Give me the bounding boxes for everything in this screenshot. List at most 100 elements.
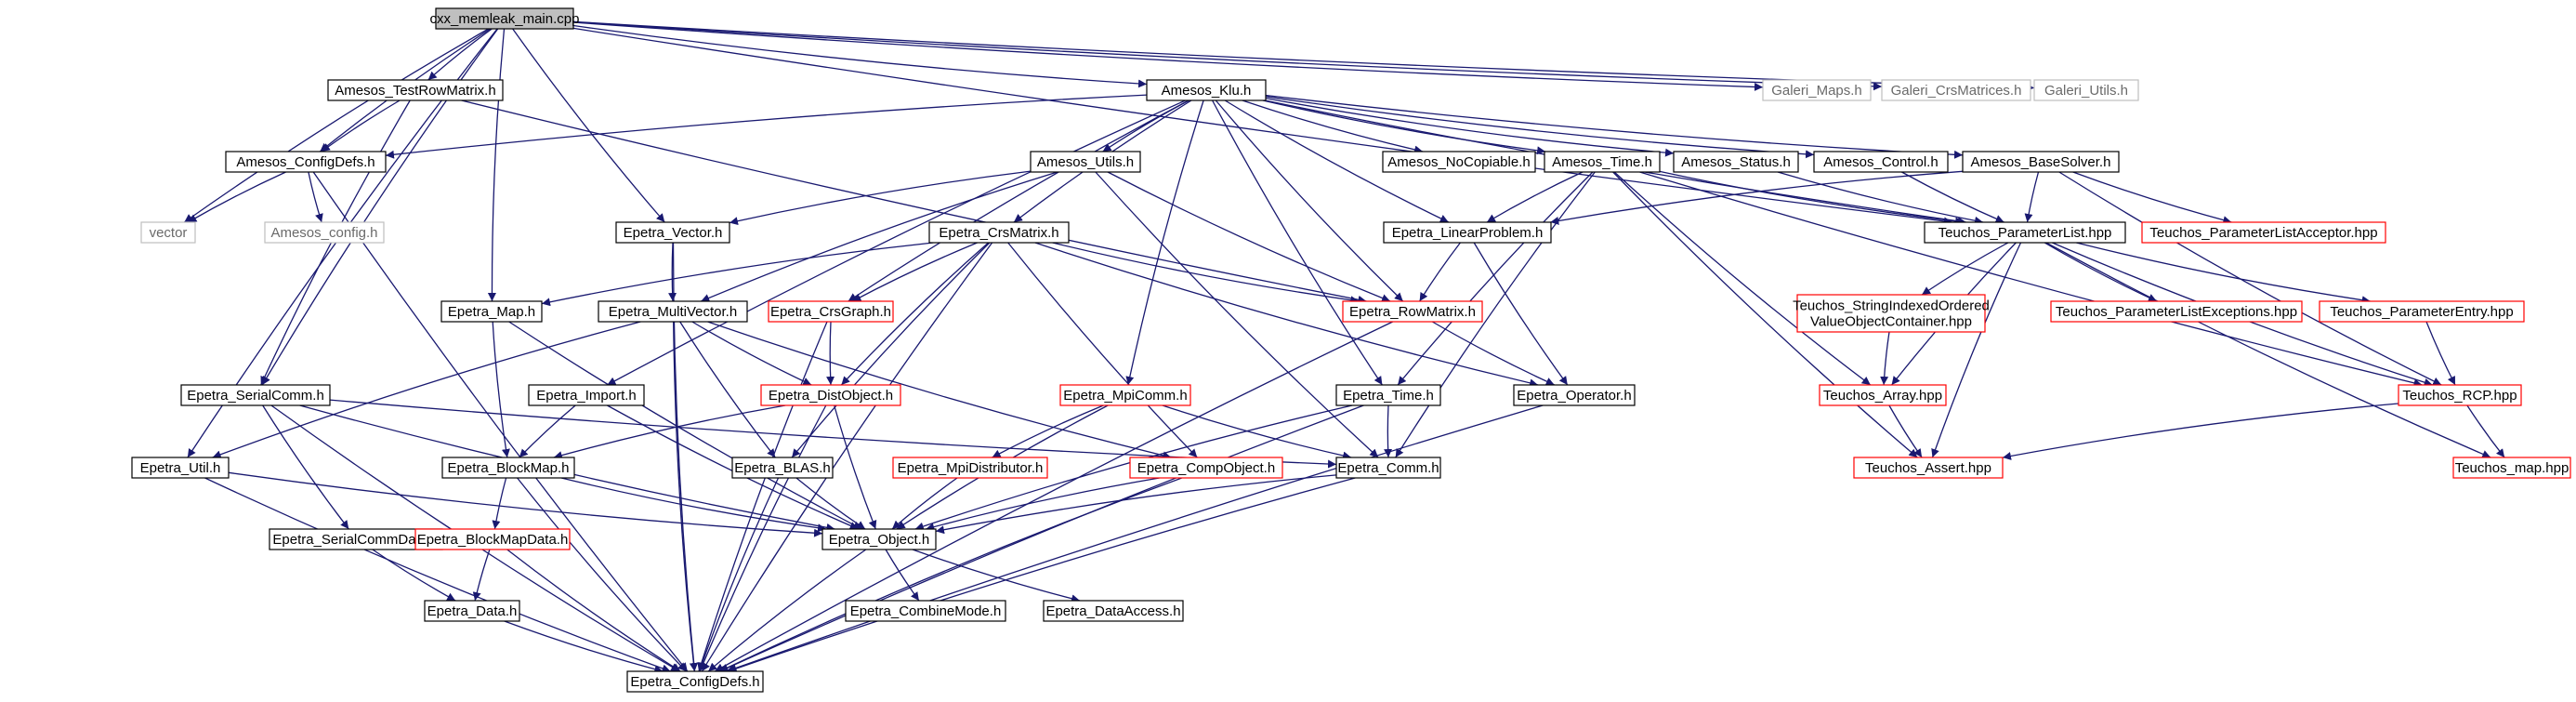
- node-eutil[interactable]: Epetra_Util.h: [131, 457, 230, 479]
- node-tplist[interactable]: Teuchos_ParameterList.hpp: [1924, 221, 2126, 244]
- node-empidist[interactable]: Epetra_MpiDistributor.h: [892, 457, 1048, 479]
- node-edataacc[interactable]: Epetra_DataAccess.h: [1043, 600, 1184, 622]
- node-label: Galeri_Maps.h: [1771, 83, 1862, 99]
- node-label: Epetra_CompObject.h: [1137, 460, 1275, 476]
- edge-empicomm-to-ecomm: [1162, 404, 1352, 460]
- node-nocop[interactable]: Amesos_NoCopiable.h: [1382, 151, 1536, 173]
- node-ecrsg[interactable]: Epetra_CrsGraph.h: [768, 300, 894, 323]
- edge-tarray-to-tassert: [1888, 404, 1923, 458]
- edge-etime-to-ecomm: [1384, 404, 1393, 458]
- edge-testrow-to-aconfig: [321, 99, 401, 152]
- edge-elinprob-to-erowm: [1419, 242, 1461, 302]
- edge-tplist-to-tpentry: [2076, 242, 2371, 305]
- node-autils[interactable]: Amesos_Utils.h: [1030, 151, 1141, 173]
- node-edata[interactable]: Epetra_Data.h: [424, 600, 520, 622]
- edge-root-to-evector: [512, 28, 665, 223]
- node-ebmapdata[interactable]: Epetra_BlockMapData.h: [414, 528, 571, 550]
- node-erowm[interactable]: Epetra_RowMatrix.h: [1342, 300, 1483, 323]
- node-ebmap[interactable]: Epetra_BlockMap.h: [441, 457, 575, 479]
- node-emv[interactable]: Epetra_MultiVector.h: [598, 300, 748, 323]
- node-box: [1924, 221, 2126, 244]
- node-label: ValueObjectContainer.hpp: [1810, 314, 1972, 330]
- node-empicomm[interactable]: Epetra_MpiComm.h: [1059, 384, 1191, 406]
- node-box: [131, 457, 230, 479]
- node-ecomm[interactable]: Epetra_Comm.h: [1335, 457, 1441, 479]
- node-tplexc[interactable]: Teuchos_ParameterListExceptions.hpp: [2050, 300, 2303, 323]
- node-eblas[interactable]: Epetra_BLAS.h: [731, 457, 834, 479]
- node-label: Epetra_Operator.h: [1517, 388, 1631, 404]
- node-edist[interactable]: Epetra_DistObject.h: [760, 384, 901, 406]
- node-elinprob[interactable]: Epetra_LinearProblem.h: [1383, 221, 1552, 244]
- node-box: [1129, 457, 1283, 479]
- node-ecompobj[interactable]: Epetra_CompObject.h: [1129, 457, 1283, 479]
- node-abase[interactable]: Amesos_BaseSolver.h: [1962, 151, 2120, 173]
- node-ecombine[interactable]: Epetra_CombineMode.h: [845, 600, 1006, 622]
- node-evector[interactable]: Epetra_Vector.h: [615, 221, 730, 244]
- node-box: [1059, 384, 1191, 406]
- node-astatus[interactable]: Amesos_Status.h: [1673, 151, 1799, 173]
- node-box: [327, 79, 504, 101]
- node-econfig[interactable]: Epetra_ConfigDefs.h: [626, 670, 764, 693]
- node-acontrol[interactable]: Amesos_Control.h: [1813, 151, 1949, 173]
- node-eserialdata[interactable]: Epetra_SerialCommData.h: [269, 528, 443, 550]
- node-box: [441, 457, 575, 479]
- node-label: Amesos_Klu.h: [1162, 83, 1252, 99]
- node-tassert[interactable]: Teuchos_Assert.hpp: [1853, 457, 2004, 479]
- node-ecrs[interactable]: Epetra_CrsMatrix.h: [928, 221, 1070, 244]
- node-box: [414, 528, 571, 550]
- edge-atime-to-trcp: [1639, 171, 2423, 388]
- node-box: [892, 457, 1048, 479]
- node-eserial[interactable]: Epetra_SerialComm.h: [180, 384, 331, 406]
- node-box: [731, 457, 834, 479]
- node-label: Epetra_BlockMapData.h: [417, 532, 569, 548]
- node-box: [1853, 457, 2004, 479]
- node-eimport[interactable]: Epetra_Import.h: [528, 384, 645, 406]
- node-box: [768, 300, 894, 323]
- edge-eutil-to-eobject: [228, 471, 823, 537]
- node-label: Galeri_CrsMatrices.h: [1891, 83, 2022, 99]
- edge-root-to-vector: [183, 28, 490, 223]
- edge-eutil-to-econfig: [204, 477, 671, 673]
- node-box: [1762, 79, 1872, 101]
- edge-ecompobj-to-eobject: [926, 477, 1160, 532]
- edge-testrow-to-erowm: [461, 99, 1367, 304]
- edge-ecrsg-to-edist: [826, 321, 835, 386]
- node-tmap[interactable]: Teuchos_map.hpp: [2452, 457, 2571, 479]
- edge-ebmap-to-eobject: [560, 477, 827, 533]
- edge-aconfig-to-amconfig: [308, 171, 323, 223]
- node-testrow[interactable]: Amesos_TestRowMatrix.h: [327, 79, 504, 101]
- node-emap[interactable]: Epetra_Map.h: [440, 300, 543, 323]
- edge-tsiovoc-to-tarray: [1880, 331, 1890, 386]
- node-tsiovoc[interactable]: Teuchos_StringIndexedOrderedValueObjectC…: [1793, 294, 1990, 333]
- edge-root-to-gmaps: [572, 21, 1764, 91]
- edge-klu-to-eimport: [607, 99, 1186, 386]
- edge-klu-to-empicomm: [1125, 99, 1204, 386]
- edge-autils-to-erowm: [1107, 171, 1391, 302]
- edge-edist-to-econfig: [699, 404, 827, 672]
- node-eobject[interactable]: Epetra_Object.h: [821, 528, 937, 550]
- node-label: Epetra_BLAS.h: [734, 460, 830, 476]
- edge-edist-to-eobject: [834, 404, 877, 530]
- node-label: Amesos_Utils.h: [1037, 154, 1134, 170]
- edge-ebmapdata-to-edata: [472, 549, 491, 602]
- edge-root-to-klu: [572, 24, 1148, 88]
- node-atime[interactable]: Amesos_Time.h: [1544, 151, 1661, 173]
- edge-tplist-to-tassert: [1931, 242, 2022, 458]
- node-aconfig[interactable]: Amesos_ConfigDefs.h: [225, 151, 387, 173]
- node-tplacc[interactable]: Teuchos_ParameterListAcceptor.hpp: [2141, 221, 2386, 244]
- node-tpentry[interactable]: Teuchos_ParameterEntry.hpp: [2319, 300, 2525, 323]
- node-box: [615, 221, 730, 244]
- node-box: [1382, 151, 1536, 173]
- edge-eserialdata-to-edata: [372, 549, 456, 602]
- node-box: [1673, 151, 1799, 173]
- node-eop[interactable]: Epetra_Operator.h: [1513, 384, 1636, 406]
- node-label: Epetra_LinearProblem.h: [1392, 225, 1544, 241]
- node-trcp[interactable]: Teuchos_RCP.hpp: [2398, 384, 2522, 406]
- node-tarray[interactable]: Teuchos_Array.hpp: [1819, 384, 1947, 406]
- node-klu[interactable]: Amesos_Klu.h: [1146, 79, 1267, 101]
- node-label: Teuchos_ParameterListExceptions.hpp: [2056, 304, 2297, 320]
- edge-emap-to-ebmap: [492, 321, 510, 458]
- node-box: [1544, 151, 1661, 173]
- node-etime[interactable]: Epetra_Time.h: [1335, 384, 1441, 406]
